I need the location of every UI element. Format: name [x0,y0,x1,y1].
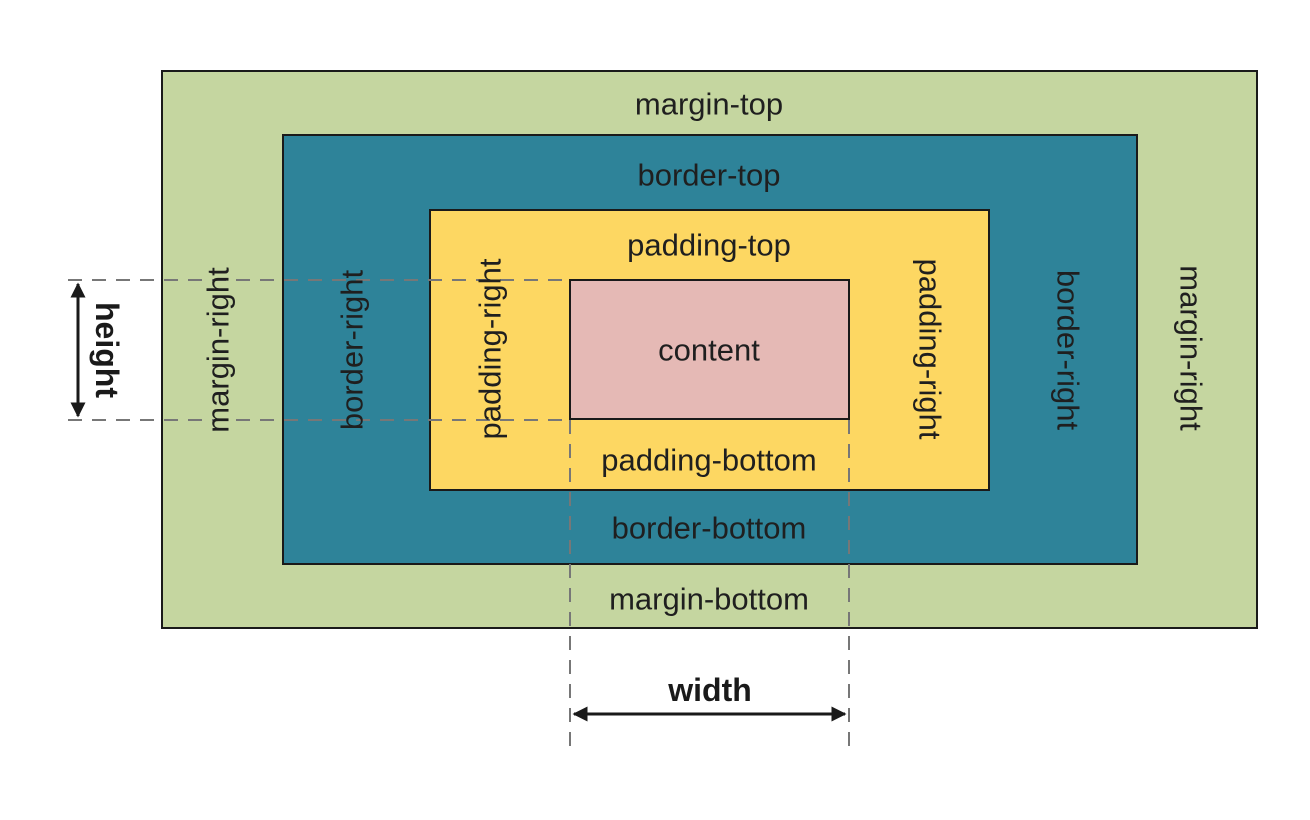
margin-bottom-label: margin-bottom [609,581,809,617]
padding-top-label: padding-top [627,227,791,263]
padding-right-label: padding-right [912,258,948,440]
margin-right-label: margin-right [1173,265,1209,431]
border-left-label: border-right [334,269,370,431]
content-label: content [658,332,760,368]
border-bottom-label: border-bottom [611,510,807,546]
padding-bottom-label: padding-bottom [601,442,817,478]
height-label: height [89,302,125,398]
margin-left-label: margin-right [200,267,236,433]
content-area [569,279,850,420]
border-top-label: border-top [637,157,781,193]
padding-left-label: padding-right [472,258,508,440]
border-right-label: border-right [1050,269,1086,431]
margin-top-label: margin-top [634,86,784,122]
width-label: width [668,672,752,708]
